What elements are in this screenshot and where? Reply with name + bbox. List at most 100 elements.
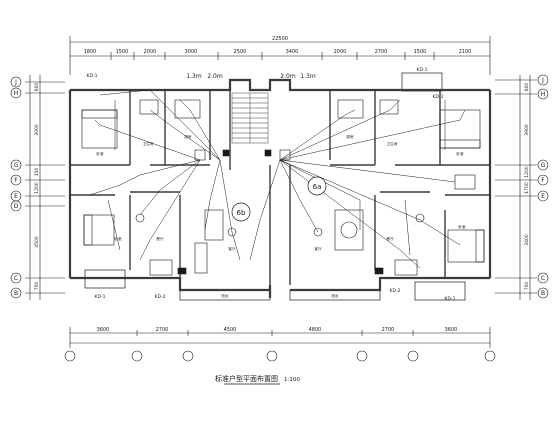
panel-tag-bottom-right: KD-1 — [445, 296, 456, 302]
top-dimension-chain — [69, 36, 491, 75]
axis-J-left: J — [14, 79, 17, 86]
top-dim-7: 2000 — [334, 49, 347, 55]
stair-dimension-notes: 1.3m 2.0m 2.0m 1.3m — [186, 73, 316, 80]
electrical-wiring — [89, 89, 466, 269]
right-dim-6: 700 — [524, 282, 530, 291]
exterior-walls — [68, 78, 492, 298]
panel-tag-bottom-left: KD-1 — [95, 294, 106, 300]
left-axis-bubbles — [10, 76, 22, 299]
room-label-dining-1: 餐厅 — [156, 236, 164, 241]
axis-F-right: F — [541, 177, 545, 184]
room-label-bedroom-2: 卧室 — [114, 236, 122, 241]
dim-note-4: 1.3m — [300, 73, 316, 80]
left-dimension-texts: 600 3000 350 1200 4500 700 — [34, 83, 40, 291]
right-axis-letters: J H G F E C B — [541, 77, 546, 297]
room-label-kitchen-2: 厨房 — [346, 134, 354, 139]
top-dim-5: 2500 — [234, 49, 247, 55]
top-dim-6: 3400 — [286, 49, 299, 55]
right-dim-1: 600 — [524, 83, 530, 92]
room-label-bedroom-3: 卧室 — [456, 151, 464, 156]
top-dimension-texts: 22500 1800 1500 2000 3000 2500 3400 2000… — [84, 36, 472, 55]
left-dim-2: 3000 — [34, 124, 40, 136]
axis-F-left: F — [14, 177, 18, 184]
left-dim-1: 600 — [34, 83, 40, 92]
right-dim-5: 3400 — [524, 234, 530, 246]
interior-walls — [70, 90, 490, 285]
axis-E-right: E — [541, 193, 545, 200]
unit-label-6a: 6a — [313, 183, 322, 191]
axis-H-left: H — [14, 90, 19, 97]
axis-H-right: H — [541, 91, 546, 98]
room-label-kitchen-1: 厨房 — [184, 134, 192, 139]
left-dim-3: 350 — [34, 168, 40, 177]
room-label-balcony-2: 阳台 — [331, 293, 339, 298]
right-dim-2: 3900 — [524, 124, 530, 136]
balconies — [84, 72, 466, 301]
bottom-dim-2: 2700 — [156, 327, 169, 333]
left-axis-letters: J H G F E D C B — [14, 79, 19, 297]
axis-B-right: B — [541, 290, 545, 297]
room-label-bedroom-1: 卧室 — [96, 151, 104, 156]
panel-tag-bottom-mid-right: KD-2 — [390, 288, 401, 294]
left-dim-6: 700 — [34, 282, 40, 291]
bottom-axis-bubbles — [64, 350, 496, 362]
room-label-balcony-1: 阳台 — [221, 293, 229, 298]
axis-B-left: B — [14, 290, 18, 297]
bottom-dimension-chain — [69, 327, 491, 348]
right-dim-4: 1700 — [524, 182, 530, 194]
dim-note-2: 2.0m — [207, 73, 223, 80]
axis-E-left: E — [14, 193, 18, 200]
unit-bubbles — [231, 176, 327, 222]
top-dim-4: 3000 — [185, 49, 198, 55]
right-dimension-texts: 600 3900 1200 1700 3400 700 — [524, 83, 530, 291]
drawing-scale: 1:100 — [284, 377, 300, 383]
unit-labels: 6b 6a — [237, 183, 322, 217]
panel-tag-top-right: KD-1 — [417, 67, 428, 73]
dim-note-3: 2.0m — [280, 73, 296, 80]
room-label-living-2: 客厅 — [314, 246, 322, 251]
stair-core — [231, 92, 269, 144]
left-dim-5: 4500 — [34, 236, 40, 248]
drawing-title: 标准户型平面布置图 — [215, 374, 278, 383]
axis-C-left: C — [14, 275, 18, 282]
axis-J-right: J — [541, 77, 544, 84]
bottom-dim-1: 3600 — [97, 327, 110, 333]
left-dim-4: 1200 — [34, 182, 40, 194]
top-total-dim: 22500 — [272, 36, 288, 42]
top-dim-9: 1500 — [414, 49, 427, 55]
room-label-bath-1: 卫生间 — [143, 141, 154, 146]
right-axis-bubbles — [537, 74, 549, 299]
side-dimension-lines — [25, 75, 537, 300]
top-dim-1: 1800 — [84, 49, 97, 55]
drawing-title-block: 标准户型平面布置图 1:100 — [215, 374, 300, 385]
axis-G-right: G — [541, 162, 546, 169]
panel-tag-top-left: KD-1 — [87, 73, 98, 79]
panel-tag-bottom-mid-left: KD-2 — [155, 294, 166, 300]
unit-label-6b: 6b — [237, 209, 246, 217]
bottom-dimension-texts: 3600 2700 4500 4800 2700 3600 — [97, 327, 458, 333]
room-label-bath-2: 卫生间 — [387, 141, 398, 146]
axis-C-right: C — [541, 275, 545, 282]
top-dim-8: 2700 — [375, 49, 388, 55]
room-label-bedroom-4: 卧室 — [458, 224, 466, 229]
top-dim-2: 1500 — [116, 49, 129, 55]
room-labels: 卧室 卧室 卧室 卧室 客厅 客厅 厨房 厨房 卫生间 卫生间 阳台 阳台 餐厅… — [96, 134, 466, 298]
furniture — [81, 99, 485, 276]
axis-G-left: G — [14, 162, 19, 169]
room-label-living-1: 客厅 — [228, 246, 236, 251]
bottom-dim-4: 4800 — [309, 327, 322, 333]
bottom-dim-6: 2700 — [382, 327, 395, 333]
bottom-dim-7: 3600 — [445, 327, 458, 333]
bottom-dim-3: 4500 — [224, 327, 237, 333]
right-dim-3: 1200 — [524, 166, 530, 178]
axis-D-left: D — [14, 203, 19, 210]
distribution-panels — [177, 149, 384, 275]
top-dim-3: 2000 — [144, 49, 157, 55]
panel-tags: KD-1 KD-1 KD-1 KD-1 KD-2 KD-2 KD-1 — [87, 67, 456, 302]
room-label-dining-2: 餐厅 — [386, 236, 394, 241]
dim-note-1: 1.3m — [186, 73, 202, 80]
panel-tag-mid-right: KD-1 — [433, 94, 444, 100]
top-dim-10: 2100 — [459, 49, 472, 55]
